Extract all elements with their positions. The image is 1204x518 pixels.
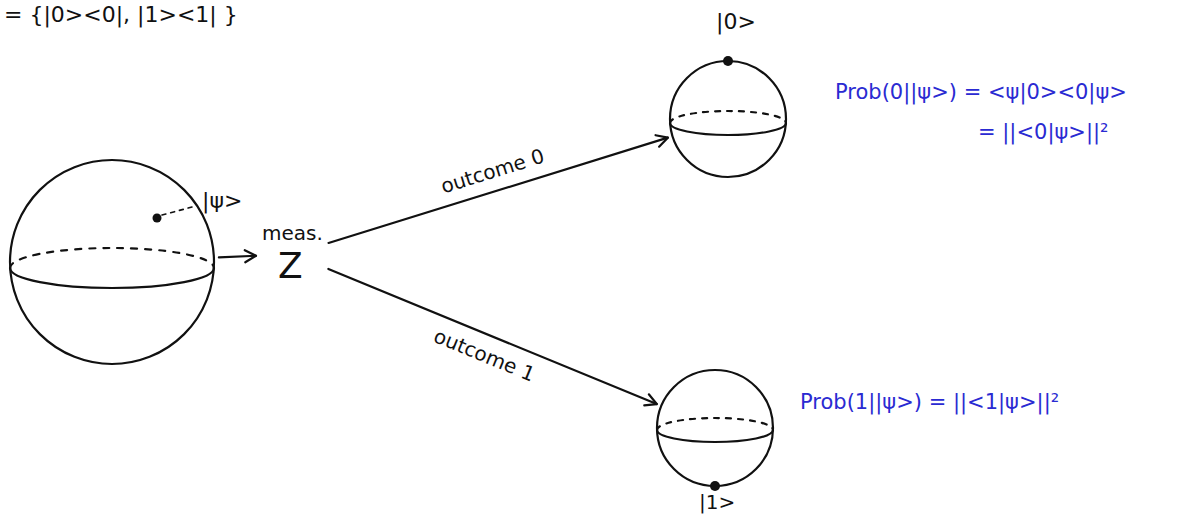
state-dot [710, 481, 720, 491]
leader-line [162, 206, 196, 215]
meas-label: meas. [262, 222, 323, 245]
state-label: |0> [716, 9, 756, 34]
state-dot [153, 214, 162, 223]
sphere-outline [670, 61, 786, 177]
state-dot [723, 56, 733, 66]
sphere-outline [657, 370, 773, 486]
measurement-node: meas.Z [262, 222, 323, 286]
bloch-sphere: |1> [657, 370, 773, 486]
probability-formula: = ||<0|ψ>||² [978, 120, 1108, 144]
operator-symbol: Z [262, 245, 323, 286]
bloch-sphere: |0> [670, 61, 786, 177]
equator-front [657, 430, 773, 442]
sphere-outline [10, 160, 214, 364]
arrow-connector [329, 138, 668, 243]
arrow-connector [219, 256, 256, 258]
bloch-sphere: |ψ> [10, 160, 214, 364]
state-label: |ψ> [202, 188, 242, 213]
operator-set: = {|0><0|, |1><1| } [4, 2, 238, 27]
probability-formula: Prob(1||ψ>) = ||<1|ψ>||² [800, 390, 1059, 414]
equator-back [657, 418, 773, 430]
equator-back [10, 248, 214, 268]
edge-label: outcome 0 [435, 143, 550, 199]
equator-front [670, 123, 786, 135]
state-label: |1> [699, 490, 735, 514]
equator-front [10, 268, 214, 288]
arrow-connector [328, 269, 656, 404]
equator-back [670, 111, 786, 123]
probability-formula: Prob(0||ψ>) = <ψ|0><0|ψ> [835, 80, 1127, 104]
